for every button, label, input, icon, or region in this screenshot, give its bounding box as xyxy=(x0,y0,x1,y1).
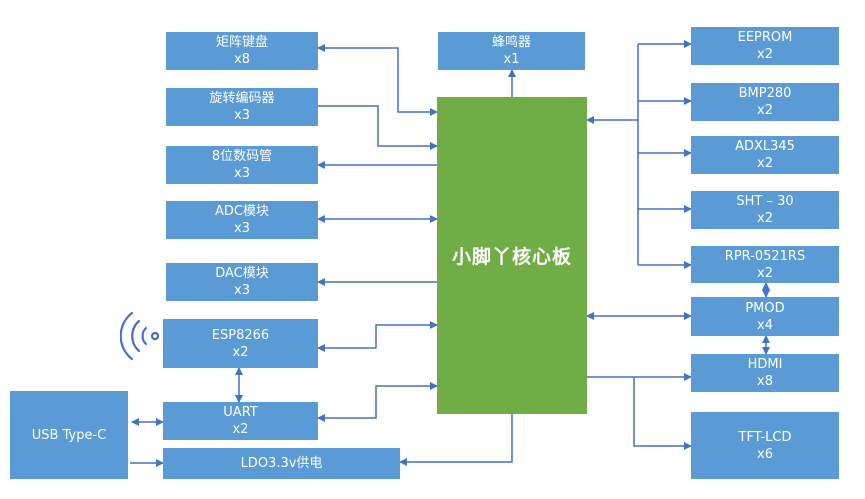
hdmi-count: x8 xyxy=(757,374,773,389)
link-tft xyxy=(633,377,692,450)
segment-name: 8位数码管 xyxy=(211,149,273,164)
tft-name: TFT-LCD xyxy=(738,429,792,445)
encoder-name: 旋转编码器 xyxy=(209,91,275,106)
eeprom-module: EEPROM x2 xyxy=(691,27,839,65)
adxl-name: ADXL345 xyxy=(735,139,795,154)
tft-count: x6 xyxy=(757,446,773,462)
keyboard-count: x8 xyxy=(234,52,250,67)
adc-module: ADC模块 x3 xyxy=(166,201,318,239)
tft-lcd-module: TFT-LCD x6 xyxy=(691,412,839,479)
esp-count: x2 xyxy=(232,344,249,360)
esp-name: ESP8266 xyxy=(211,327,270,343)
pmod-count: x4 xyxy=(757,317,773,333)
uart-module: UART x2 xyxy=(163,402,318,440)
uart-count: x2 xyxy=(232,422,249,437)
esp8266-module: ESP8266 x2 xyxy=(163,319,318,368)
encoder-module: 旋转编码器 x3 xyxy=(166,88,318,126)
keyboard-module: 矩阵键盘 x8 xyxy=(166,32,318,70)
pmod-name: PMOD xyxy=(745,300,785,316)
buzzer-name: 蜂鸣器 xyxy=(491,35,531,50)
ldo-power-module: LDO3.3v供电 xyxy=(163,448,400,479)
adc-name: ADC模块 xyxy=(215,204,269,219)
pmod-module: PMOD x4 xyxy=(691,297,839,336)
buzzer-module: 蜂鸣器 x1 xyxy=(438,32,585,70)
sht-name: SHT – 30 xyxy=(736,194,794,209)
link-esp xyxy=(317,321,438,352)
dac-count: x3 xyxy=(234,283,250,298)
hdmi-module: HDMI x8 xyxy=(691,354,839,392)
rpr-count: x2 xyxy=(757,265,773,281)
keyboard-name: 矩阵键盘 xyxy=(215,35,268,50)
core-board: 小脚丫核心板 xyxy=(437,97,587,414)
sht-count: x2 xyxy=(757,211,773,226)
bmp280-module: BMP280 x2 xyxy=(691,83,839,121)
eeprom-name: EEPROM xyxy=(737,30,793,45)
link-keyboard xyxy=(317,44,438,116)
segment-display-module: 8位数码管 x3 xyxy=(166,146,318,184)
ldo-name: LDO3.3v供电 xyxy=(240,456,323,471)
usb-name: USB Type-C xyxy=(31,427,107,443)
sht30-module: SHT – 30 x2 xyxy=(691,191,839,229)
bmp-count: x2 xyxy=(757,103,773,118)
buzzer-count: x1 xyxy=(503,52,520,67)
usb-type-c-module: USB Type-C xyxy=(10,391,128,479)
bmp-name: BMP280 xyxy=(738,86,792,101)
eeprom-count: x2 xyxy=(757,47,773,62)
link-encoder xyxy=(318,105,438,150)
link-core-ldo xyxy=(399,414,513,466)
uart-name: UART xyxy=(223,405,258,420)
core-board-label: 小脚丫核心板 xyxy=(451,246,572,268)
link-uart xyxy=(317,382,438,422)
rpr-name: RPR-0521RS xyxy=(724,248,806,264)
adc-count: x3 xyxy=(234,221,250,236)
hdmi-name: HDMI xyxy=(747,357,783,372)
segment-count: x3 xyxy=(234,166,250,181)
adxl-count: x2 xyxy=(757,156,773,171)
wifi-signal-icon xyxy=(120,311,160,361)
dac-name: DAC模块 xyxy=(215,266,269,281)
encoder-count: x3 xyxy=(234,108,250,123)
adxl345-module: ADXL345 x2 xyxy=(691,136,839,174)
dac-module: DAC模块 x3 xyxy=(166,263,318,301)
rpr0521rs-module: RPR-0521RS x2 xyxy=(691,246,839,283)
